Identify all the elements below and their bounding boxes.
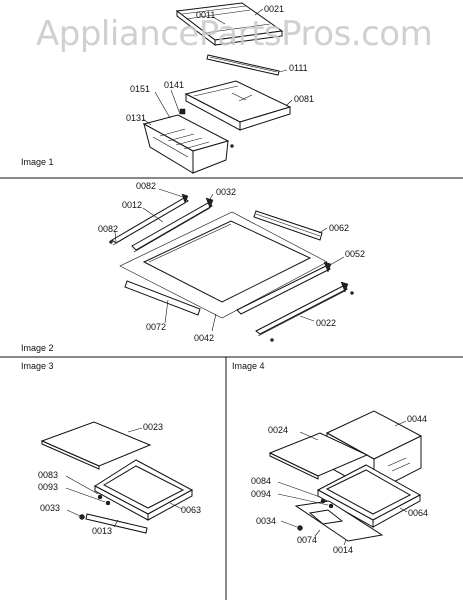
bracket-0062 xyxy=(253,210,323,241)
label-0022: 0022 xyxy=(316,318,336,328)
label-0033: 0033 xyxy=(40,503,60,513)
lid-0023 xyxy=(40,421,152,470)
label-0064: 0064 xyxy=(408,508,428,518)
label-0012: 0012 xyxy=(122,200,142,210)
image3-section: Image 3 0023 0083 0093 0033 xyxy=(21,361,201,536)
crisper-drawer-0131 xyxy=(142,108,234,174)
label-0062: 0062 xyxy=(329,223,349,233)
trim-0072 xyxy=(124,280,201,316)
label-0131: 0131 xyxy=(126,113,146,123)
label-0083: 0083 xyxy=(38,470,58,480)
image3-caption: Image 3 xyxy=(21,361,54,371)
label-0111: 0111 xyxy=(289,63,308,73)
label-0013: 0013 xyxy=(92,526,112,536)
image4-leaders xyxy=(277,420,408,546)
image2-caption: Image 2 xyxy=(21,343,54,353)
rail-0032 xyxy=(131,197,214,253)
label-0084: 0084 xyxy=(251,476,271,486)
label-0151: 0151 xyxy=(130,84,150,94)
label-0011: 0011 xyxy=(196,10,215,20)
crisper-frame-0064 xyxy=(316,464,422,528)
image1-leaders xyxy=(142,8,293,126)
label-0044: 0044 xyxy=(407,414,427,424)
rail-0022 xyxy=(255,281,354,342)
label-0082-top: 0082 xyxy=(136,181,156,191)
glass-strip-0111 xyxy=(206,54,280,76)
image1-section: 0011 0021 0111 0081 0151 0141 0131 Image… xyxy=(21,2,314,174)
bracket-0013 xyxy=(79,494,148,534)
label-0024: 0024 xyxy=(268,425,288,435)
label-0072: 0072 xyxy=(146,322,166,332)
label-0141: 0141 xyxy=(164,80,184,90)
label-0014: 0014 xyxy=(333,545,353,555)
glass-shelf-0042 xyxy=(119,211,328,319)
image2-leaders xyxy=(114,188,345,332)
watermark-text: AppliancePartsPros.com xyxy=(36,14,432,54)
label-0023: 0023 xyxy=(143,422,163,432)
rail-0052 xyxy=(236,261,332,315)
bracket-0014 xyxy=(294,498,384,542)
image4-caption: Image 4 xyxy=(232,361,265,371)
label-0052: 0052 xyxy=(345,249,365,259)
label-0093: 0093 xyxy=(38,482,58,492)
image3-leaders xyxy=(65,427,183,528)
label-0074: 0074 xyxy=(297,535,317,545)
label-0021: 0021 xyxy=(264,4,284,14)
label-0081: 0081 xyxy=(294,94,314,104)
crisper-frame-0063 xyxy=(94,459,194,521)
image4-section: Image 4 xyxy=(232,361,428,555)
rail-0012 xyxy=(109,193,189,246)
label-0063: 0063 xyxy=(181,505,201,515)
label-0034: 0034 xyxy=(256,516,276,526)
image2-section: 0082 0032 0012 0062 0082 0052 0022 0072 … xyxy=(21,181,365,353)
shelf-frame-0011 xyxy=(175,2,284,47)
label-0032: 0032 xyxy=(216,187,236,197)
label-0042: 0042 xyxy=(194,333,214,343)
label-0082-left: 0082 xyxy=(98,224,118,234)
drawer-cover-0081 xyxy=(184,80,292,131)
lid-0024 xyxy=(268,432,369,480)
label-0094: 0094 xyxy=(251,489,271,499)
image1-caption: Image 1 xyxy=(21,157,54,167)
